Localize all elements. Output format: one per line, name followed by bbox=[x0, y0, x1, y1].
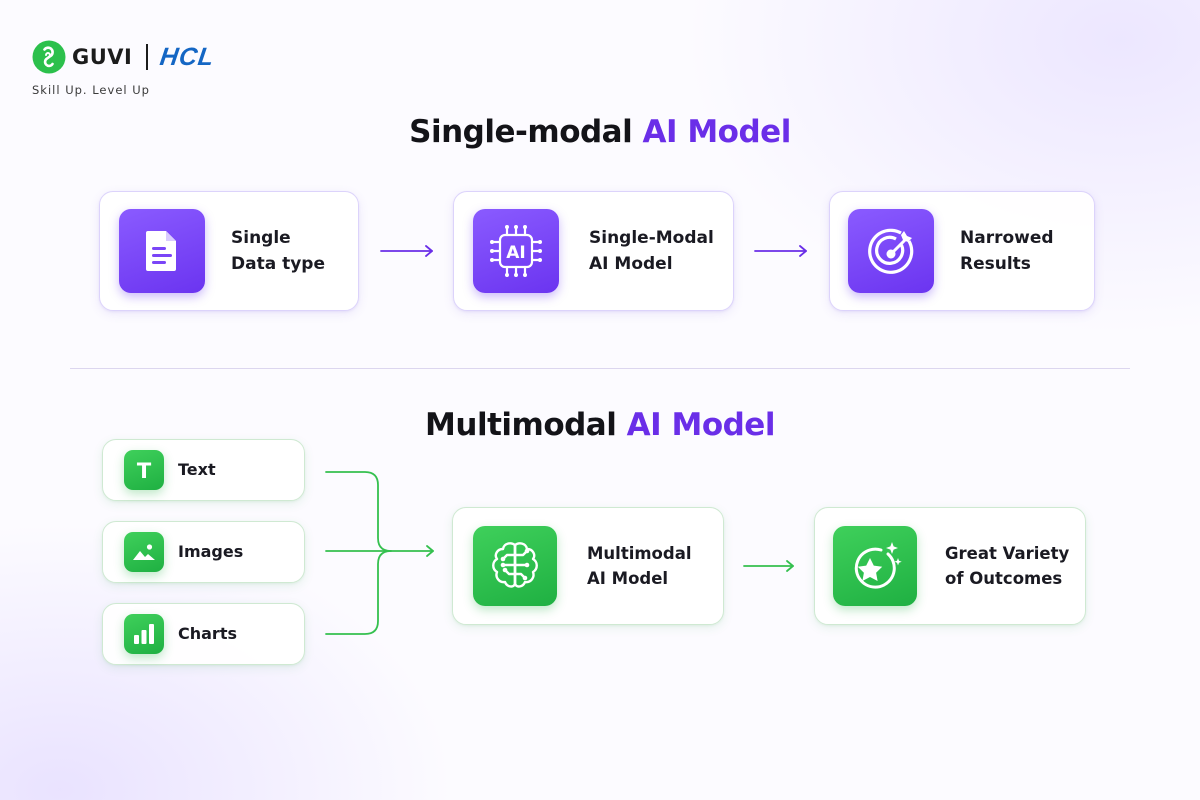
narrowed-results-card: Narrowed Results bbox=[829, 191, 1095, 311]
multimodal-title: Multimodal AI Model bbox=[0, 407, 1200, 443]
ai-chip-icon: AI bbox=[473, 209, 559, 293]
multimodal-title-accent: AI Model bbox=[626, 407, 776, 443]
single-modal-title: Single-modal AI Model bbox=[0, 114, 1200, 150]
image-icon bbox=[124, 532, 164, 572]
document-icon bbox=[119, 209, 205, 293]
brand-logo: GUVI HCL Skill Up. Level Up bbox=[32, 40, 217, 97]
great-variety-outcomes-label: Great Variety of Outcomes bbox=[945, 544, 1070, 588]
arrow-multimodal-to-outcomes bbox=[743, 560, 794, 572]
single-modal-ai-model-card: AI Single-Modal AI Model bbox=[453, 191, 734, 311]
single-modal-ai-model-label: Single-Modal AI Model bbox=[589, 228, 714, 274]
great-variety-outcomes-card: Great Variety of Outcomes bbox=[814, 507, 1086, 625]
multimodal-ai-model-card: Multimodal AI Model bbox=[452, 507, 724, 625]
star-sparkle-icon bbox=[833, 526, 917, 606]
hcl-wordmark: HCL bbox=[157, 42, 217, 71]
bracket-inputs-to-multimodal bbox=[325, 471, 434, 635]
arrow-single-model-to-results bbox=[754, 245, 807, 257]
guvi-wordmark: GUVI bbox=[72, 45, 133, 69]
single-data-type-label: Single Data type bbox=[231, 228, 326, 274]
target-icon bbox=[848, 209, 934, 293]
brand-divider bbox=[146, 44, 148, 70]
charts-input-card: Charts bbox=[102, 603, 305, 665]
section-divider bbox=[70, 368, 1130, 369]
charts-input-label: Charts bbox=[178, 624, 237, 643]
brain-circuit-icon bbox=[473, 526, 557, 606]
text-input-card: T Text bbox=[102, 439, 305, 501]
text-icon: T bbox=[124, 450, 164, 490]
arrow-data-to-single-model bbox=[380, 245, 433, 257]
ai-chip-text: AI bbox=[506, 243, 525, 263]
guvi-logo-icon bbox=[32, 40, 66, 74]
text-input-label: Text bbox=[178, 460, 216, 479]
images-input-label: Images bbox=[178, 542, 244, 561]
images-input-card: Images bbox=[102, 521, 305, 583]
single-data-type-card: Single Data type bbox=[99, 191, 359, 311]
narrowed-results-label: Narrowed Results bbox=[960, 228, 1054, 274]
svg-text:T: T bbox=[137, 459, 152, 482]
single-modal-title-plain: Single-modal bbox=[409, 114, 643, 150]
multimodal-title-plain: Multimodal bbox=[425, 407, 627, 443]
multimodal-ai-model-label: Multimodal AI Model bbox=[587, 544, 692, 588]
bar-chart-icon bbox=[124, 614, 164, 654]
single-modal-title-accent: AI Model bbox=[642, 114, 792, 150]
brand-tagline: Skill Up. Level Up bbox=[32, 83, 150, 97]
